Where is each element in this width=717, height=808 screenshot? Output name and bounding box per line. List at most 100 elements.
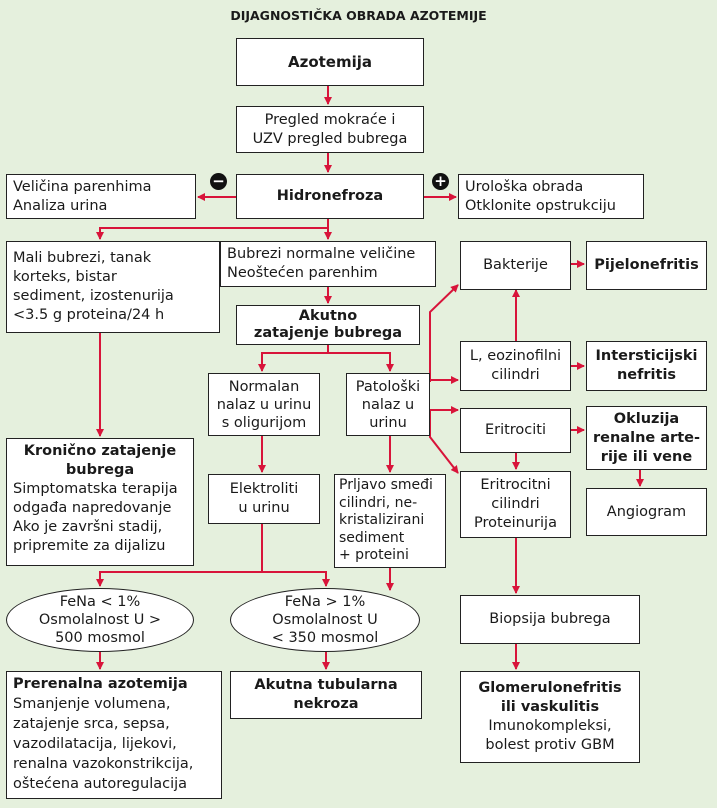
- node-kronicno-line4: pripremite za dijalizu: [13, 538, 166, 554]
- node-normalne-line2: Neoštećen parenhim: [227, 265, 378, 281]
- node-akutno-line2: zatajenje bubrega: [253, 325, 403, 341]
- node-intersticijski: Intersticijski nefritis: [586, 341, 707, 391]
- node-normalan-line3: s oligurijom: [221, 414, 307, 431]
- node-elektroliti: Elektroliti u urinu: [208, 474, 320, 524]
- node-fena-low-line2: Osmolalnost U >: [38, 612, 162, 628]
- node-normalan-line2: nalaz u urinu: [216, 396, 312, 413]
- node-kronicno-title: Kronično zatajenje bubrega: [13, 442, 187, 480]
- node-elektroliti-line1: Elektroliti: [229, 481, 299, 497]
- node-azotemija: Azotemija: [236, 38, 424, 86]
- plus-sign-icon: +: [432, 173, 449, 190]
- node-prljavo-line1: Prljavo smeđi: [339, 477, 433, 494]
- node-normalan-nalaz: Normalan nalaz u urinu s oligurijom: [208, 373, 320, 436]
- node-prerenalna-azotemija: Prerenalna azotemija Smanjenje volumena,…: [6, 671, 222, 799]
- node-fena-high-line2: Osmolalnost U: [272, 612, 378, 628]
- diagram-title: DIJAGNOSTIČKA OBRADA AZOTEMIJE: [230, 8, 487, 23]
- node-prerenalna-line1: Smanjenje volumena,: [13, 696, 171, 712]
- node-normalan-line1: Normalan: [228, 378, 300, 395]
- node-kronicno-title-line1: Kronično zatajenje: [23, 443, 177, 459]
- node-patoloski-line3: urinu: [369, 414, 407, 431]
- node-intersticijski-line1: Intersticijski: [595, 348, 698, 364]
- node-prljavo-line5: + proteini: [339, 547, 409, 564]
- node-uroloska-line2: Otklonite opstrukciju: [465, 197, 616, 214]
- node-uroloska: Urološka obrada Otklonite opstrukciju: [458, 174, 644, 219]
- node-glomerulonefritis: Glomerulonefritis ili vaskulitis Imunoko…: [460, 671, 640, 763]
- node-mali-line4: <3.5 g proteina/24 h: [13, 307, 165, 323]
- node-fena-high-line1: FeNa > 1%: [284, 594, 366, 610]
- arrow-hidronefroza-split: [96, 219, 329, 240]
- node-prljavo-line4: sediment: [339, 529, 405, 546]
- node-biopsija-text: Biopsija bubrega: [489, 611, 611, 627]
- node-angiogram-text: Angiogram: [606, 503, 687, 520]
- node-patoloski-line2: nalaz u: [361, 396, 415, 413]
- node-eritrocitni-cilindri: Eritrocitni cilindri Proteinurija: [460, 471, 571, 538]
- node-mali-line1: Mali bubrezi, tanak: [13, 250, 152, 266]
- node-hidronefroza-text: Hidronefroza: [276, 188, 384, 204]
- node-pijelonefritis-text: Pijelonefritis: [594, 257, 699, 273]
- node-glomerulo-line1: Imunokompleksi,: [488, 718, 612, 734]
- node-tubularna-line2: nekroza: [293, 696, 359, 712]
- node-intersticijski-line2: nefritis: [616, 367, 677, 383]
- node-velicina: Veličina parenhima Analiza urina: [6, 174, 196, 219]
- node-mali-bubrezi: Mali bubrezi, tanak korteks, bistar sedi…: [6, 241, 220, 333]
- node-patoloski-line1: Patološki: [355, 378, 421, 395]
- node-okluzija-line1: Okluzija: [613, 410, 680, 427]
- node-fena-low-line3: 500 mosmol: [55, 630, 145, 646]
- node-patoloski-nalaz: Patološki nalaz u urinu: [346, 373, 430, 436]
- node-prerenalna-line3: vazodilatacija, lijekovi,: [13, 736, 177, 752]
- node-pregled-line2: UZV pregled bubrega: [252, 130, 408, 147]
- arrow-patoloski-bakterije: [429, 284, 459, 382]
- arrow-akutno-patoloski: [328, 352, 394, 372]
- node-normalne-velicine: Bubrezi normalne veličine Neoštećen pare…: [220, 241, 436, 287]
- node-eritrociti: Eritrociti: [460, 408, 571, 453]
- arrow-split-fena2: [262, 571, 330, 587]
- node-kronicno-line2: odgađa napredovanje: [13, 500, 172, 516]
- node-kronicno-title-line2: bubrega: [65, 462, 135, 478]
- node-glomerulo-line2: bolest protiv GBM: [485, 737, 615, 753]
- node-fena-high: FeNa > 1% Osmolalnost U < 350 mosmol: [230, 588, 420, 652]
- node-eritrocitni-line2: cilindri: [491, 496, 540, 512]
- node-pregled: Pregled mokraće i UZV pregled bubrega: [236, 106, 424, 153]
- arrow-elektroliti-split: [96, 524, 263, 587]
- node-mali-line3: sediment, izostenurija: [13, 288, 174, 304]
- node-eritrocitni-line3: Proteinurija: [474, 515, 557, 531]
- node-azotemija-text: Azotemija: [287, 52, 373, 71]
- node-velicina-line2: Analiza urina: [13, 197, 108, 214]
- node-eozinofilni: L, eozinofilni cilindri: [460, 341, 571, 391]
- arrow-akutno-normalan: [258, 345, 329, 372]
- node-normalne-line1: Bubrezi normalne veličine: [227, 246, 416, 262]
- node-tubularna-line1: Akutna tubularna: [254, 677, 398, 693]
- arrow-patoloski-eritrocitni: [429, 410, 459, 474]
- node-uroloska-line1: Urološka obrada: [465, 178, 584, 195]
- node-hidronefroza: Hidronefroza: [236, 174, 424, 219]
- node-glomerulo-title-line2: ili vaskulitis: [500, 699, 600, 715]
- node-pijelonefritis: Pijelonefritis: [586, 241, 707, 290]
- node-prerenalna-line2: zatajenje srca, sepsa,: [13, 716, 170, 732]
- node-fena-low: FeNa < 1% Osmolalnost U > 500 mosmol: [6, 588, 194, 652]
- node-tubularna-nekroza: Akutna tubularna nekroza: [230, 671, 422, 719]
- node-okluzija-line2: renalne arte-: [593, 429, 700, 446]
- node-kronicno-line1: Simptomatska terapija: [13, 481, 178, 497]
- node-okluzija-line3: rije ili vene: [600, 448, 693, 465]
- node-bakterije-text: Bakterije: [483, 257, 548, 273]
- node-prerenalna-line4: renalna vazokonstrikcija,: [13, 756, 194, 772]
- node-prerenalna-line5: oštećena autoregulacija: [13, 776, 188, 792]
- node-eritrocitni-line1: Eritrocitni: [480, 477, 551, 493]
- node-kronicno-line3: Ako je završni stadij,: [13, 519, 163, 535]
- node-velicina-line1: Veličina parenhima: [13, 178, 152, 195]
- node-elektroliti-line2: u urinu: [238, 500, 290, 516]
- node-prerenalna-title: Prerenalna azotemija: [13, 676, 188, 692]
- node-prljavo-line3: kristalizirani: [339, 512, 425, 529]
- node-eritrociti-text: Eritrociti: [484, 422, 547, 438]
- minus-sign-icon: −: [210, 173, 227, 190]
- node-eozinofilni-line1: L, eozinofilni: [469, 348, 562, 364]
- node-prljavo-line2: cilindri, ne-: [339, 494, 418, 511]
- node-biopsija: Biopsija bubrega: [460, 595, 640, 644]
- node-angiogram: Angiogram: [586, 488, 707, 536]
- node-fena-high-line3: < 350 mosmol: [271, 630, 379, 646]
- node-akutno-line1: Akutno: [298, 308, 358, 324]
- node-prljavo-smedji: Prljavo smeđi cilindri, ne- kristalizira…: [334, 474, 446, 568]
- node-okluzija: Okluzija renalne arte- rije ili vene: [586, 406, 707, 470]
- node-kronicno-zatajenje: Kronično zatajenje bubrega Simptomatska …: [6, 438, 194, 566]
- node-pregled-line1: Pregled mokraće i: [264, 111, 396, 128]
